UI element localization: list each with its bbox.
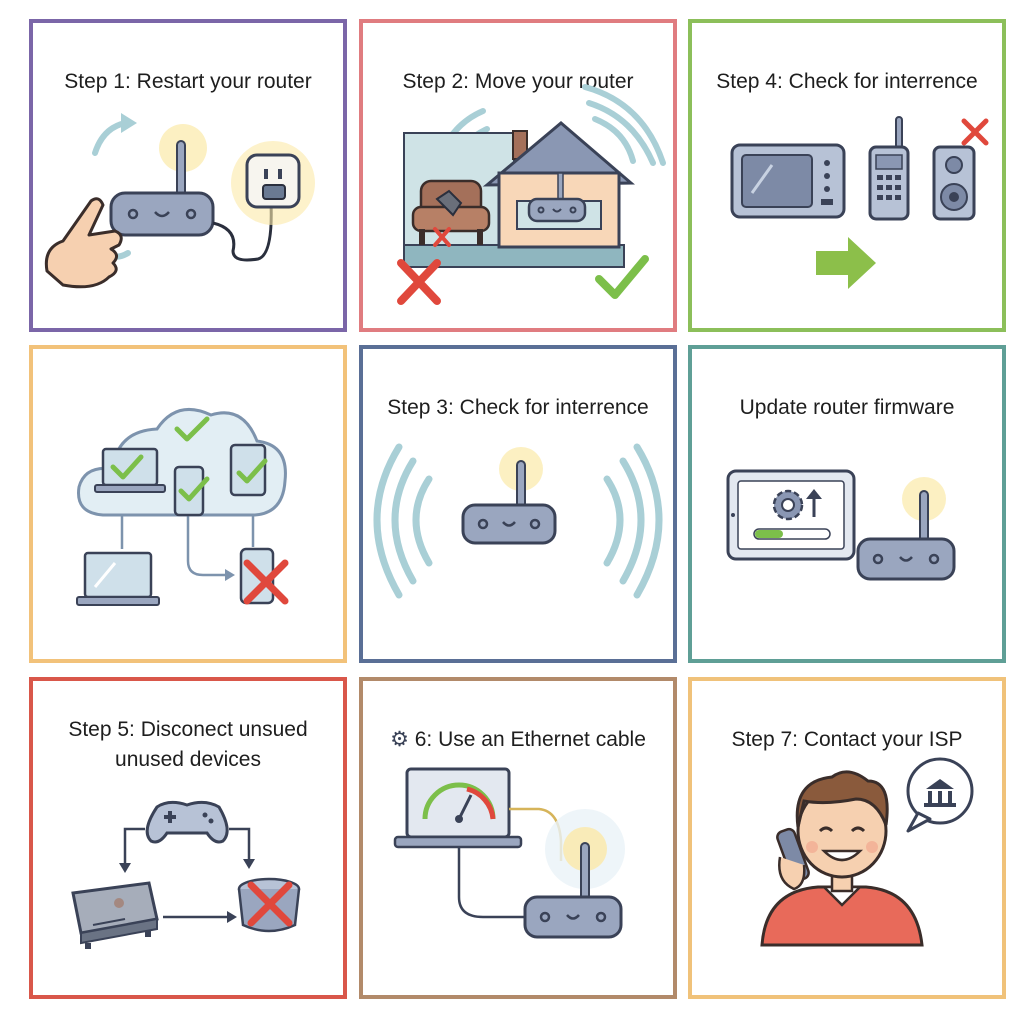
laptop-icon bbox=[76, 551, 160, 606]
laptop-icon bbox=[393, 767, 523, 849]
router-icon bbox=[109, 140, 215, 237]
panel-update-firmware: Update router firmware bbox=[688, 345, 1006, 663]
wrench-icon: ⚙ bbox=[390, 728, 409, 751]
cross-icon bbox=[247, 881, 293, 927]
panel-step-4: Step 4: Check for interrence bbox=[688, 19, 1006, 332]
panel-title: Step 2: Move your router bbox=[402, 70, 634, 93]
speaker-icon bbox=[932, 145, 976, 221]
panel-title: Step 3: Check for interrence bbox=[387, 396, 649, 419]
phone-icon bbox=[776, 827, 810, 891]
bank-icon bbox=[924, 779, 956, 807]
panel-step-3: Step 3: Check for interrence bbox=[359, 345, 677, 663]
router-icon bbox=[461, 460, 557, 545]
cross-icon bbox=[961, 118, 989, 146]
tablet-icon bbox=[229, 443, 267, 497]
panel-title-text: 6: Use an Ethernet cable bbox=[414, 728, 646, 751]
router-icon bbox=[523, 842, 623, 939]
power-outlet-icon bbox=[231, 141, 315, 225]
panel-step-1: Step 1: Restart your router bbox=[29, 19, 347, 332]
gear-icon bbox=[772, 489, 822, 521]
phone-icon bbox=[173, 465, 205, 517]
armchair-icon bbox=[411, 179, 491, 245]
cross-icon bbox=[243, 559, 289, 605]
wifi-waves bbox=[373, 443, 663, 599]
console-icon bbox=[71, 881, 159, 949]
panel-title: Step 1: Restart your router bbox=[64, 70, 312, 93]
progress-bar bbox=[753, 528, 831, 540]
panel-devices-cloud bbox=[29, 345, 347, 663]
panel-step-5: Step 5: Disconect unsued unused devices bbox=[29, 677, 347, 999]
panel-step-7: Step 7: Contact your ISP bbox=[688, 677, 1006, 999]
panel-title: ⚙ 6: Use an Ethernet cable bbox=[363, 725, 673, 755]
person-icon bbox=[760, 770, 924, 947]
microwave-icon bbox=[730, 143, 846, 219]
panel-title: Update router firmware bbox=[739, 396, 955, 419]
router-icon bbox=[856, 490, 956, 581]
panel-title-line-2: unused devices bbox=[115, 748, 261, 771]
panel-title-line-1: Step 5: Disconect unsued bbox=[68, 718, 308, 741]
panel-title: Step 5: Disconect unsued unused devices bbox=[33, 715, 343, 775]
panel-title: Step 7: Contact your ISP bbox=[731, 728, 963, 751]
hand-icon bbox=[44, 197, 123, 289]
arrow-right-icon bbox=[816, 237, 876, 289]
cross-icon bbox=[397, 259, 441, 305]
panel-title: Step 4: Check for interrence bbox=[716, 70, 978, 93]
router-icon bbox=[527, 172, 587, 223]
game-controller-icon bbox=[145, 800, 229, 844]
panel-step-2: Step 2: Move your router bbox=[359, 19, 677, 332]
cordless-phone-icon bbox=[868, 116, 910, 221]
check-icon bbox=[595, 255, 649, 299]
panel-step-6: ⚙ 6: Use an Ethernet cable bbox=[359, 677, 677, 999]
speedometer-icon bbox=[422, 782, 496, 823]
